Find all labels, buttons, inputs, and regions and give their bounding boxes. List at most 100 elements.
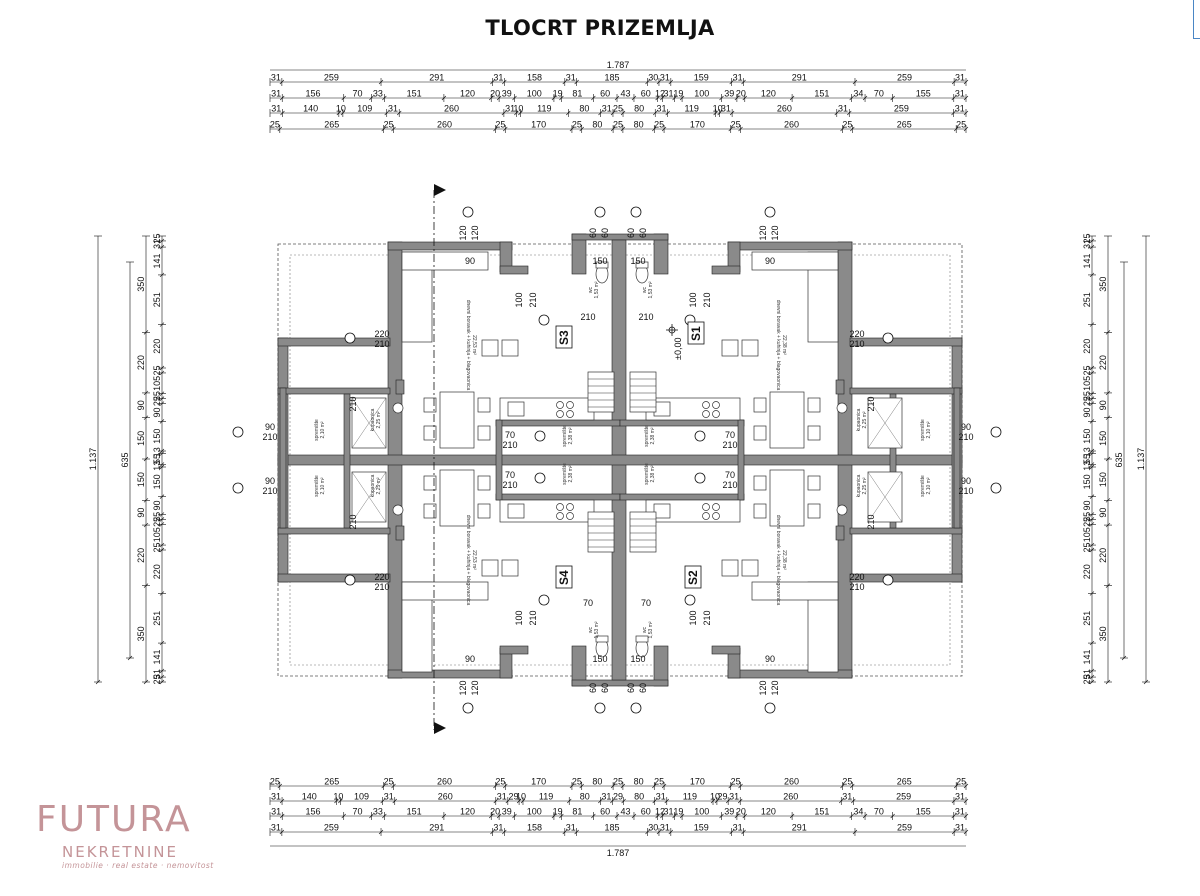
top-dim-2-value: 155 xyxy=(916,89,931,99)
opening-dimension: 60 xyxy=(600,683,610,693)
left-dim-2-value: 220 xyxy=(136,548,146,563)
left-dim-2-value: 350 xyxy=(136,277,146,292)
bottom-dim-3-value: 34 xyxy=(853,807,863,817)
bottom-dim-1-value: 25 xyxy=(384,777,394,787)
armchair xyxy=(741,559,759,577)
callout-marker-icon xyxy=(538,594,550,606)
hob xyxy=(566,410,574,418)
top-dim-3-value: 31 xyxy=(656,104,666,114)
svg-text:S2: S2 xyxy=(686,570,700,585)
chair xyxy=(807,397,821,413)
top-dim-4-value: 25 xyxy=(654,120,664,130)
bottom-dim-3-value: 20 xyxy=(490,807,500,817)
top-dim-4-value: 265 xyxy=(324,120,339,130)
hob xyxy=(556,512,564,520)
room-area-hall: 2,38 m² xyxy=(568,427,574,444)
left-dim-1-value: 25 xyxy=(152,675,162,685)
right-dim-2-value: 150 xyxy=(1098,472,1108,487)
top-dim-3-value: 10 xyxy=(513,104,523,114)
opening-dimension: 210 xyxy=(528,610,538,625)
svg-text:±0,00: ±0,00 xyxy=(673,338,683,360)
opening-dimension: 70 xyxy=(725,470,735,480)
sink xyxy=(507,401,525,417)
svg-text:S4: S4 xyxy=(557,570,571,585)
top-dim-2-value: 81 xyxy=(572,89,582,99)
bottom-dim-2-value: 10 xyxy=(710,792,720,802)
top-dim-2-value: 60 xyxy=(641,89,651,99)
bottom-dim-1-value: 25 xyxy=(572,777,582,787)
wall-segment xyxy=(499,265,529,275)
bottom-dim-3-value: 31 xyxy=(271,807,281,817)
top-dim-3-value: 31 xyxy=(955,104,965,114)
bottom-dim-3-value: 31 xyxy=(955,807,965,817)
top-dim-3-value: 260 xyxy=(444,104,459,114)
left-dim-1-value: 25 xyxy=(152,233,162,243)
sink xyxy=(653,401,671,417)
left-dim-1-value: 25 xyxy=(152,543,162,553)
logo-brand: FUTURA xyxy=(36,799,192,840)
opening-dimension: 210 xyxy=(262,486,277,496)
chair xyxy=(423,425,437,441)
bottom-dim-2-value: 29 xyxy=(718,792,728,802)
wall-segment xyxy=(619,493,745,501)
right-dim-1-value: 90 xyxy=(1082,501,1092,511)
left-dim-1-value: 25 xyxy=(152,517,162,527)
wall-segment xyxy=(279,387,287,529)
callout-marker-icon xyxy=(232,426,244,438)
right-dim-1-value: 25 xyxy=(1082,517,1092,527)
bottom-dim-3-value: 19 xyxy=(553,807,563,817)
top-dim-2-value: 120 xyxy=(460,89,475,99)
opening-dimension: 90 xyxy=(961,476,971,486)
bottom-dim-1-value: 260 xyxy=(784,777,799,787)
right-dim-1-value: 105 xyxy=(1082,527,1092,542)
right-dim-2-value: 220 xyxy=(1098,548,1108,563)
chair xyxy=(753,503,767,519)
room-name-bath: kupaonica xyxy=(856,474,862,497)
wall-segment xyxy=(835,525,845,541)
top-dim-2-value: 20 xyxy=(736,89,746,99)
callout-marker-icon xyxy=(684,594,696,606)
top-dim-3-value: 109 xyxy=(357,104,372,114)
right-dim-1-value: 150 xyxy=(1082,474,1092,489)
opening-dimension: 150 xyxy=(630,256,645,266)
wall-segment xyxy=(277,573,391,583)
top-dim-1-value: 291 xyxy=(429,73,444,83)
hob xyxy=(712,410,720,418)
bottom-dim-2-value: 29 xyxy=(508,792,518,802)
room-area-hall: 2,38 m² xyxy=(568,465,574,482)
opening-dimension: 100 xyxy=(688,610,698,625)
wall-segment xyxy=(395,525,405,541)
room-area-wc: 1,53 m² xyxy=(594,281,600,298)
right-dim-1-value: 105 xyxy=(1082,376,1092,391)
room-name-wc: wc xyxy=(642,286,648,293)
top-dim-3-value: 31 xyxy=(721,104,731,114)
armchair xyxy=(741,339,759,357)
section-arrow-bottom-icon xyxy=(434,722,446,734)
right-dim-1-value: 25 xyxy=(1082,365,1092,375)
top-dim-2-value: 33 xyxy=(373,89,383,99)
sofa-back xyxy=(751,251,839,271)
callout-marker-icon xyxy=(630,206,642,218)
top-dim-4-value: 170 xyxy=(690,120,705,130)
opening-dimension: 120 xyxy=(770,225,780,240)
right-dim-1-value: 25 xyxy=(1082,543,1092,553)
hob xyxy=(702,410,710,418)
opening-dimension: 120 xyxy=(470,680,480,695)
armchair xyxy=(481,339,499,357)
top-dim-2-value: 31 xyxy=(663,89,673,99)
top-dim-1-value: 159 xyxy=(694,73,709,83)
chair xyxy=(477,425,491,441)
opening-dimension: 60 xyxy=(638,683,648,693)
wall-segment xyxy=(395,379,405,395)
wall-segment xyxy=(849,527,963,535)
hob xyxy=(712,503,720,511)
opening-dimension: 90 xyxy=(465,654,475,664)
room-area-storage: 2,10 m² xyxy=(320,421,326,438)
top-dim-3-value: 119 xyxy=(537,104,551,114)
bottom-dim-4-value: 158 xyxy=(527,823,542,833)
top-dim-1-value: 31 xyxy=(955,73,965,83)
opening-dimension: 210 xyxy=(958,486,973,496)
top-dim-3-value: 80 xyxy=(634,104,644,114)
opening-dimension: 90 xyxy=(765,256,775,266)
bottom-dim-2-value: 31 xyxy=(497,792,507,802)
